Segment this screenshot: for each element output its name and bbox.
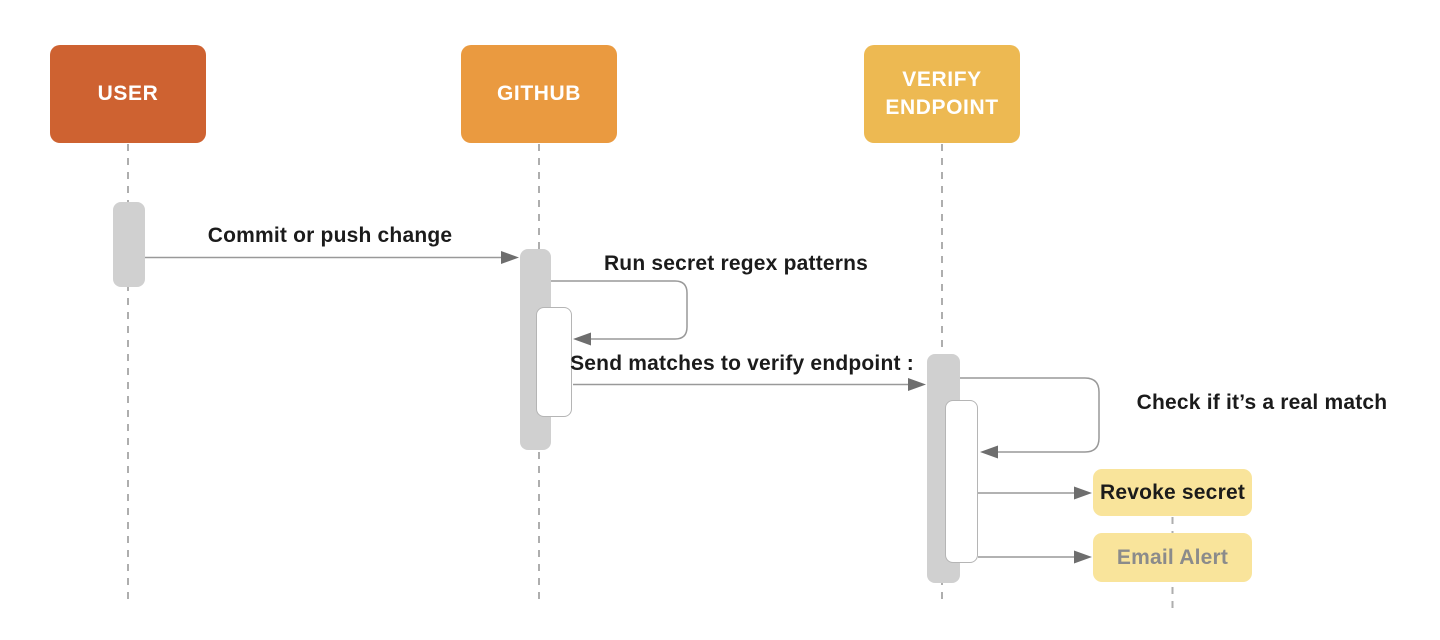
self-loop-check xyxy=(960,377,1100,453)
arrowhead-email xyxy=(1074,550,1092,564)
note-box-revoke-secret: Revoke secret xyxy=(1093,469,1252,516)
note-label-email-alert: Email Alert xyxy=(1116,545,1229,569)
message-label-regex: Run secret regex patterns xyxy=(603,252,869,275)
message-label-send: Send matches to verify endpoint : xyxy=(570,352,914,375)
note-label-revoke-secret: Revoke secret xyxy=(1099,480,1246,504)
actor-box-verify-endpoint: VERIFY ENDPOINT xyxy=(864,45,1020,143)
actor-box-user: USER xyxy=(50,45,206,143)
arrowhead-revoke xyxy=(1074,486,1092,500)
note-box-email-alert: Email Alert xyxy=(1093,533,1252,582)
arrowhead-regex xyxy=(573,332,591,346)
activation-bar-user xyxy=(113,202,145,287)
arrowhead-check xyxy=(980,445,998,459)
actor-label-github: GITHUB xyxy=(496,82,582,106)
message-label-commit: Commit or push change xyxy=(207,224,453,247)
actor-label-verify-endpoint: VERIFY ENDPOINT xyxy=(885,68,999,119)
actor-label-user: USER xyxy=(97,82,159,106)
arrowhead-commit xyxy=(501,251,519,264)
actor-box-github: GITHUB xyxy=(461,45,617,143)
activation-bar-verify-nested xyxy=(945,400,978,563)
message-label-check: Check if it’s a real match xyxy=(1136,391,1388,414)
activation-bar-github-nested xyxy=(536,307,572,417)
arrowhead-send xyxy=(908,378,926,391)
